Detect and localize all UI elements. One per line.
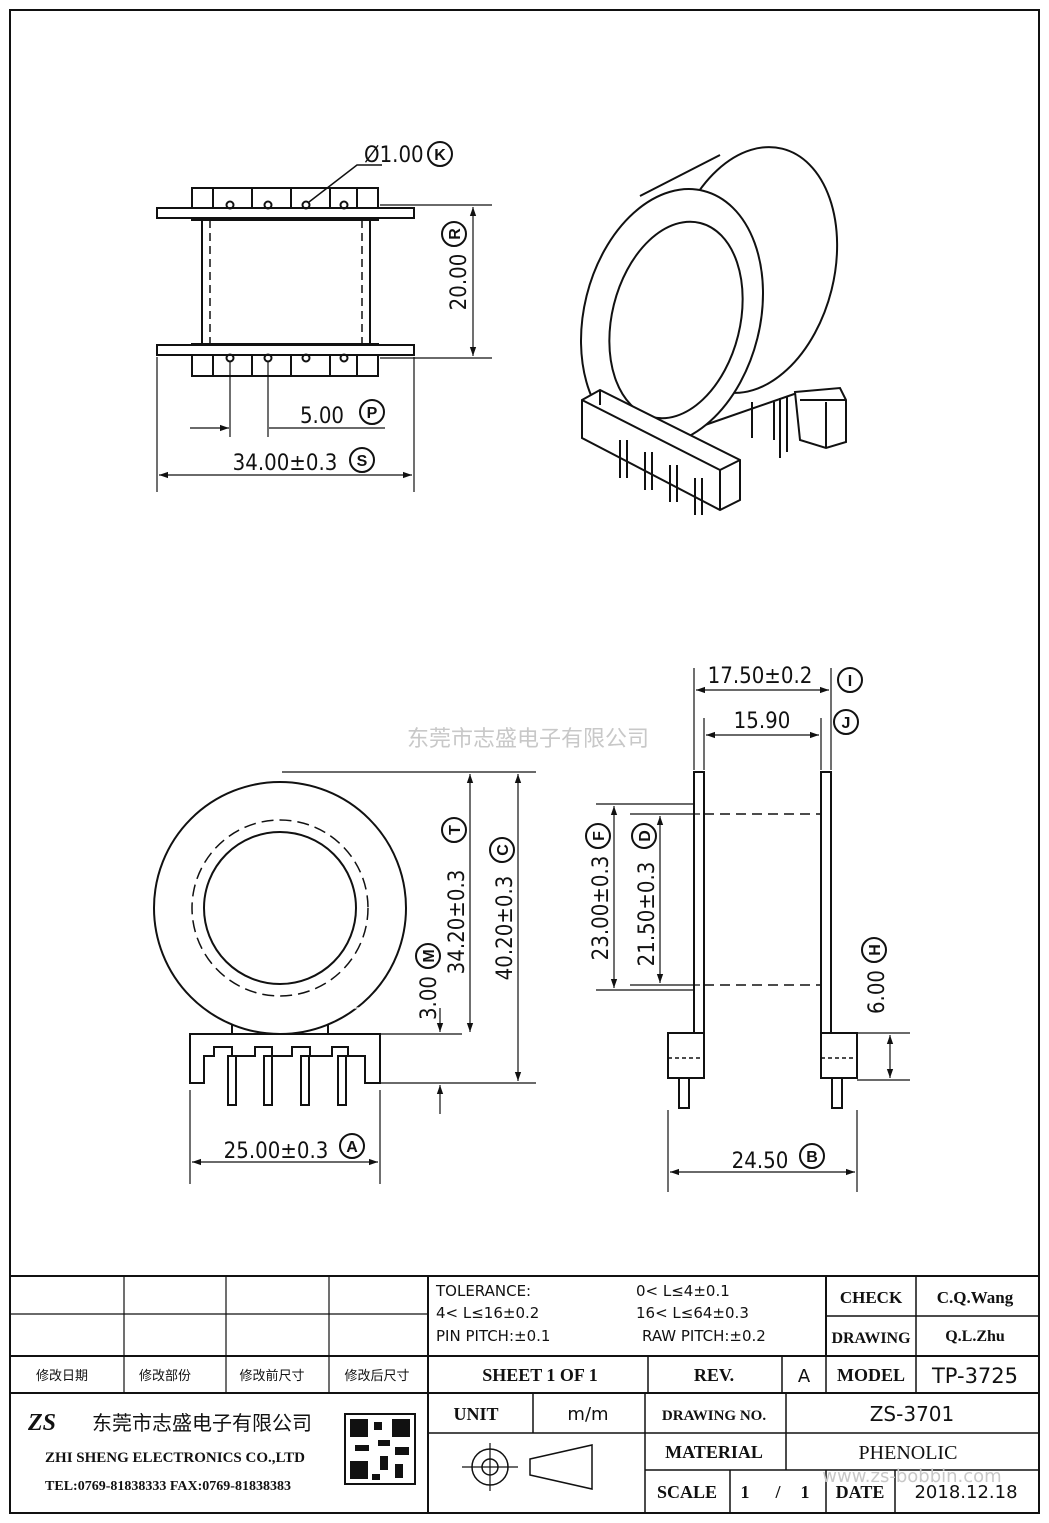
overall-length-label: 34.00±0.3 bbox=[233, 451, 338, 476]
tag-p: P bbox=[367, 405, 378, 422]
neck-height-label: 3.00 bbox=[417, 976, 442, 1020]
date-value: 2018.12.18 bbox=[914, 1482, 1017, 1503]
tag-m-circle bbox=[415, 943, 441, 969]
isometric-view bbox=[580, 146, 847, 515]
scale-separator: / bbox=[774, 1482, 781, 1502]
pin-pitch-label: 5.00 bbox=[300, 404, 344, 429]
base-width-label: 24.50 bbox=[732, 1149, 789, 1174]
scale-label: SCALE bbox=[657, 1482, 717, 1502]
tag-f-circle bbox=[585, 823, 611, 849]
tag-h-circle bbox=[861, 937, 887, 963]
drawing-no-value: ZS-3701 bbox=[870, 1402, 955, 1426]
tag-h: H bbox=[867, 944, 884, 956]
tag-k-circle bbox=[427, 141, 453, 167]
tolerance-raw-pitch: RAW PITCH:±0.2 bbox=[642, 1327, 766, 1345]
front-view bbox=[153, 771, 536, 1184]
pin-span-label: 20.00 bbox=[447, 254, 472, 311]
side-view bbox=[596, 668, 910, 1192]
rev-header-part: 修改部份 bbox=[139, 1369, 191, 1384]
check-value: C.Q.Wang bbox=[937, 1288, 1014, 1307]
tag-t-circle bbox=[441, 817, 467, 843]
watermark-url: www.zs-bobbin.com bbox=[822, 1466, 1001, 1487]
tag-i-circle bbox=[837, 667, 863, 693]
tag-r: R bbox=[447, 228, 464, 240]
company-contact: TEL:0769-81838333 FAX:0769-81838383 bbox=[45, 1479, 291, 1494]
tag-a: A bbox=[346, 1139, 358, 1156]
tag-m: M bbox=[421, 949, 438, 962]
front-width-label: 25.00±0.3 bbox=[224, 1139, 329, 1164]
rev-header-date: 修改日期 bbox=[36, 1369, 88, 1384]
tag-j: J bbox=[842, 715, 851, 732]
tag-i: I bbox=[848, 673, 852, 690]
total-height-label: 40.20±0.3 bbox=[493, 876, 518, 981]
tolerance-title: TOLERANCE: bbox=[435, 1282, 531, 1300]
drawing-label: DRAWING bbox=[831, 1330, 911, 1347]
tag-p-circle bbox=[359, 399, 385, 425]
total-width-label: 17.50±0.2 bbox=[708, 664, 813, 689]
tolerance-range2: 4< L≤16±0.2 bbox=[436, 1304, 539, 1322]
material-label: MATERIAL bbox=[665, 1442, 763, 1462]
rev-value: A bbox=[798, 1366, 811, 1387]
scale-numerator: 1 bbox=[741, 1482, 750, 1502]
rev-label: REV. bbox=[694, 1365, 734, 1385]
tag-t: T bbox=[447, 825, 464, 835]
flange-dia-label: 23.00±0.3 bbox=[589, 856, 614, 961]
tag-b-circle bbox=[799, 1143, 825, 1169]
tag-j-circle bbox=[833, 709, 859, 735]
tag-f: F bbox=[591, 831, 608, 841]
tag-s-circle bbox=[349, 447, 375, 473]
scale-denominator: 1 bbox=[801, 1482, 810, 1502]
tolerance-range1: 0< L≤4±0.1 bbox=[636, 1282, 730, 1300]
unit-value: m/m bbox=[567, 1404, 608, 1425]
base-height-label: 6.00 bbox=[865, 970, 890, 1014]
tag-k: K bbox=[434, 147, 446, 164]
top-view bbox=[156, 164, 492, 492]
tolerance-pin-pitch: PIN PITCH:±0.1 bbox=[436, 1327, 550, 1345]
tag-r-circle bbox=[441, 221, 467, 247]
sheet-label: SHEET 1 OF 1 bbox=[482, 1365, 598, 1385]
unit-label: UNIT bbox=[453, 1404, 498, 1424]
check-label: CHECK bbox=[840, 1288, 903, 1307]
pin-dia-label: Ø1.00 bbox=[364, 143, 424, 168]
date-label: DATE bbox=[836, 1482, 885, 1502]
company-name-cn: 东莞市志盛电子有限公司 bbox=[92, 1411, 312, 1435]
sheet-border bbox=[9, 9, 1040, 1514]
model-label: MODEL bbox=[837, 1365, 905, 1385]
tag-s: S bbox=[357, 453, 368, 470]
tag-b: B bbox=[806, 1149, 818, 1166]
rev-header-before: 修改前尺寸 bbox=[239, 1368, 304, 1384]
tag-c: C bbox=[495, 844, 512, 856]
tag-a-circle bbox=[339, 1133, 365, 1159]
watermark-company: 东莞市志盛电子有限公司 bbox=[407, 727, 649, 752]
inner-width-label: 15.90 bbox=[734, 709, 791, 734]
company-logo: ZS bbox=[27, 1410, 56, 1436]
tag-c-circle bbox=[489, 837, 515, 863]
title-block bbox=[10, 1275, 1039, 1513]
ring-outer-label: 34.20±0.3 bbox=[445, 870, 470, 975]
drawing-value: Q.L.Zhu bbox=[945, 1328, 1005, 1345]
core-dia-label: 21.50±0.3 bbox=[635, 862, 660, 967]
tag-d-circle bbox=[631, 823, 657, 849]
material-value: PHENOLIC bbox=[859, 1442, 958, 1464]
tolerance-range3: 16< L≤64±0.3 bbox=[636, 1304, 749, 1322]
tag-d: D bbox=[637, 830, 654, 842]
rev-header-after: 修改后尺寸 bbox=[344, 1369, 409, 1384]
drawing-no-label: DRAWING NO. bbox=[662, 1408, 766, 1424]
model-value: TP-3725 bbox=[931, 1364, 1018, 1388]
company-name-en: ZHI SHENG ELECTRONICS CO.,LTD bbox=[45, 1450, 305, 1466]
